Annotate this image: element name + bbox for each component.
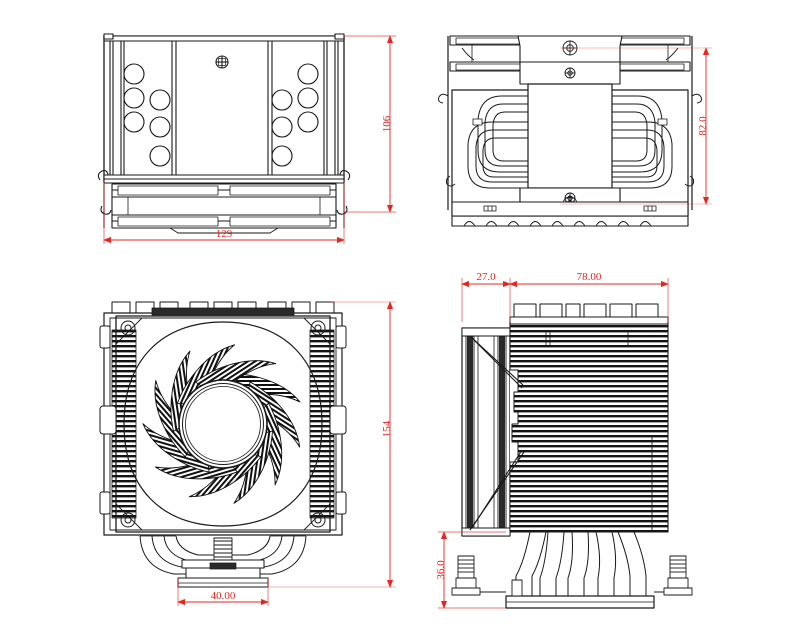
dimension-label-154: 154: [381, 420, 393, 437]
dimension-label-129: 129: [216, 228, 233, 240]
view-side-profile: [451, 303, 693, 609]
dimension-label-27: 27.0: [476, 271, 496, 283]
dimension-group-side: [438, 278, 669, 609]
view-top-heatpipes: [438, 35, 702, 227]
dimension-label-40: 40.00: [211, 590, 236, 602]
view-fan-front: [99, 301, 347, 588]
dimension-label-82: 82.0: [697, 116, 709, 136]
dimension-label-36: 36.0: [435, 560, 447, 580]
dimension-label-106: 106: [381, 115, 393, 132]
dimension-group-top: [560, 47, 712, 205]
dimension-group-front: [103, 35, 396, 244]
view-front-fin-stack: [97, 33, 351, 234]
dimension-group-fan: [177, 301, 396, 606]
dimension-label-78: 78.00: [577, 271, 602, 283]
